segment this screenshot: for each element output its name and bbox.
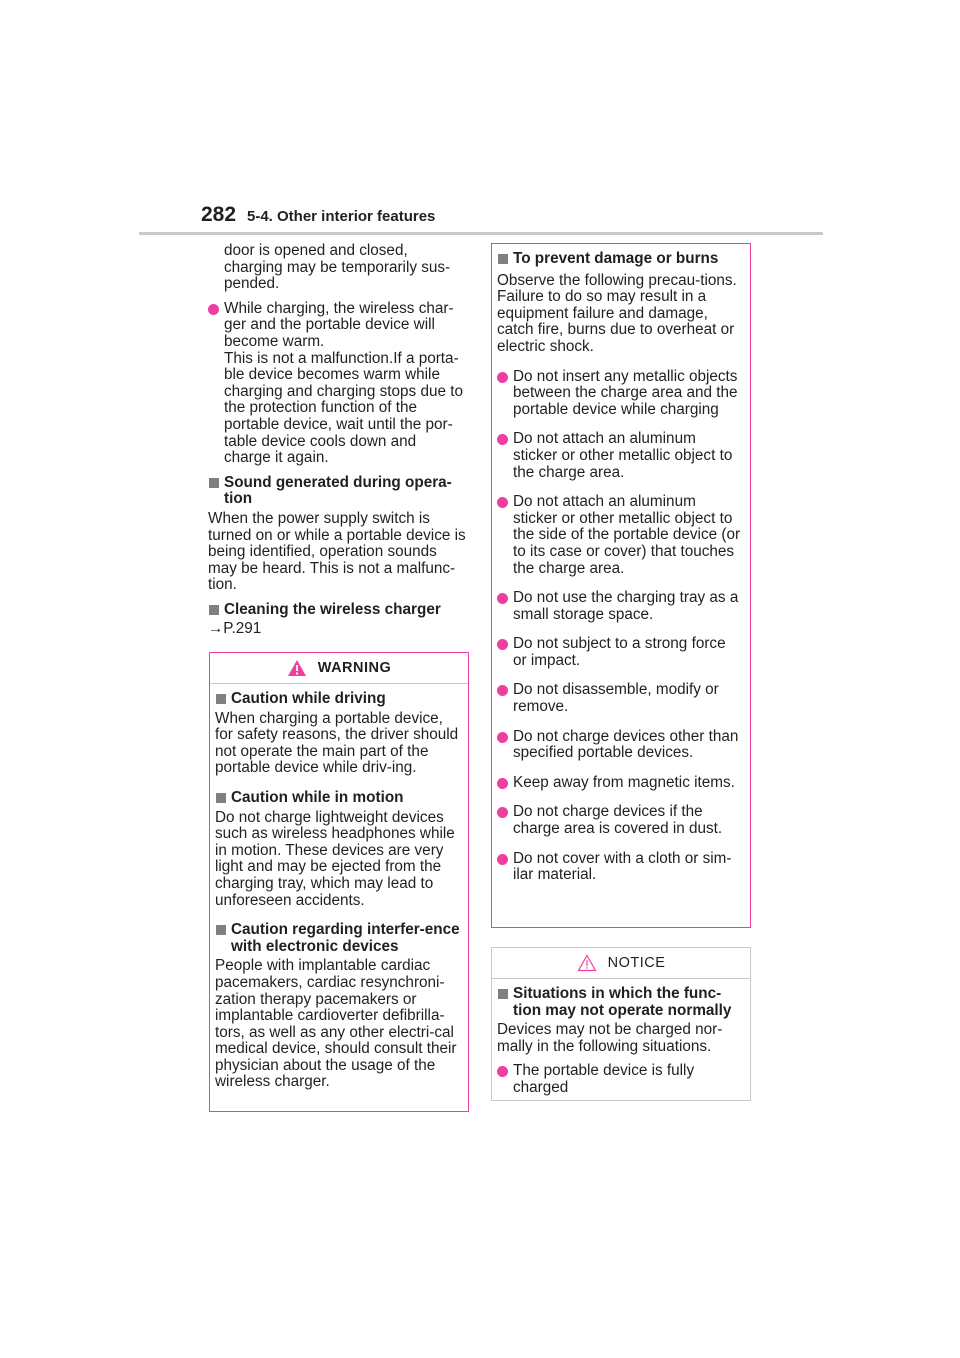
bullet-dot-icon <box>497 497 508 509</box>
bullet-dot-icon <box>208 303 219 315</box>
bullet-dot-icon <box>497 807 508 819</box>
warning-header: WARNING <box>210 653 468 684</box>
prevent-bullet: Do not charge devices other than specifi… <box>497 728 742 762</box>
warning-triangle-icon <box>287 660 306 676</box>
warning-box: WARNING Caution while driving When charg… <box>209 652 469 1112</box>
sound-heading: Sound generated during opera-tion <box>208 474 466 508</box>
page-number: 282 <box>201 203 237 226</box>
notice-title: NOTICE <box>607 954 666 971</box>
warning-heading-interference: Caution regarding interfer-ence with ele… <box>215 921 460 955</box>
cleaning-heading: Cleaning the wireless charger <box>208 601 466 619</box>
prevent-bullet: Do not attach an aluminum sticker or oth… <box>497 493 742 577</box>
square-marker-icon <box>498 989 508 999</box>
prevent-bullet: Do not charge devices if the charge area… <box>497 804 742 837</box>
bullet-dot-icon <box>497 593 508 605</box>
bullet-text: While charging, the wireless char-ger an… <box>224 299 454 350</box>
prevent-bullet: Do not disassemble, modify or remove. <box>497 682 742 715</box>
bullet-dot-icon <box>497 685 508 697</box>
prevent-intro-2: Failure to do so may result in a equipme… <box>497 288 735 355</box>
bullet-dot-icon <box>497 639 508 651</box>
warning-title: WARNING <box>317 659 392 676</box>
bullet-detail: This is not a malfunction.If a porta-ble… <box>224 349 463 467</box>
bullet-dot-icon <box>497 1066 508 1078</box>
prevent-bullet: Do not attach an aluminum sticker or oth… <box>497 431 742 481</box>
prevent-damage-body: To prevent damage or burns Observe the f… <box>492 244 750 884</box>
square-marker-icon <box>209 477 219 488</box>
bullet-item: While charging, the wireless char-ger an… <box>208 299 466 467</box>
bullet-dot-icon <box>497 371 508 383</box>
warning-text-interference: People with implantable cardiac pacemake… <box>215 957 457 1091</box>
sound-text: When the power supply switch is turned o… <box>208 509 466 594</box>
notice-body: Situations in which the func-tion may no… <box>492 979 750 1097</box>
continuation-text: door is opened and closed, charging may … <box>224 242 451 293</box>
left-column: door is opened and closed, charging may … <box>208 242 466 646</box>
header-rule <box>139 232 823 235</box>
notice-bullet: The portable device is fully charged <box>497 1063 742 1096</box>
bullet-dot-icon <box>497 434 508 446</box>
section-title: 5-4. Other interior features <box>247 208 436 225</box>
notice-triangle-icon <box>577 954 597 972</box>
bullet-dot-icon <box>497 853 508 865</box>
prevent-intro-1: Observe the following precau-tions. <box>497 271 737 289</box>
warning-heading-motion: Caution while in motion <box>215 789 460 807</box>
prevent-bullet: Do not subject to a strong force or impa… <box>497 636 742 669</box>
prevent-bullet: Do not cover with a cloth or sim-ilar ma… <box>497 850 742 884</box>
prevent-bullet: Keep away from magnetic items. <box>497 774 742 792</box>
prevent-damage-box: To prevent damage or burns Observe the f… <box>491 243 751 928</box>
prevent-bullet: Do not insert any metallic objects betwe… <box>497 368 742 419</box>
warning-text-driving: When charging a portable device, for saf… <box>215 709 459 777</box>
bullet-dot-icon <box>497 777 508 789</box>
notice-heading: Situations in which the func-tion may no… <box>497 985 742 1019</box>
warning-heading-driving: Caution while driving <box>215 690 460 708</box>
notice-box: NOTICE Situations in which the func-tion… <box>491 947 751 1101</box>
square-marker-icon <box>216 792 226 803</box>
notice-header: NOTICE <box>492 948 750 979</box>
page-reference-link[interactable]: →P.291 <box>208 620 262 638</box>
prevent-damage-heading: To prevent damage or burns <box>497 250 742 268</box>
notice-text: Devices may not be charged nor-mally in … <box>497 1021 723 1055</box>
square-marker-icon <box>498 254 508 264</box>
square-marker-icon <box>209 604 219 615</box>
warning-text-motion: Do not charge lightweight devices such a… <box>215 808 455 909</box>
square-marker-icon <box>216 694 226 704</box>
bullet-dot-icon <box>497 731 508 743</box>
warning-body: Caution while driving When charging a po… <box>210 684 468 1091</box>
prevent-bullet: Do not use the charging tray as a small … <box>497 589 742 623</box>
square-marker-icon <box>216 925 226 936</box>
